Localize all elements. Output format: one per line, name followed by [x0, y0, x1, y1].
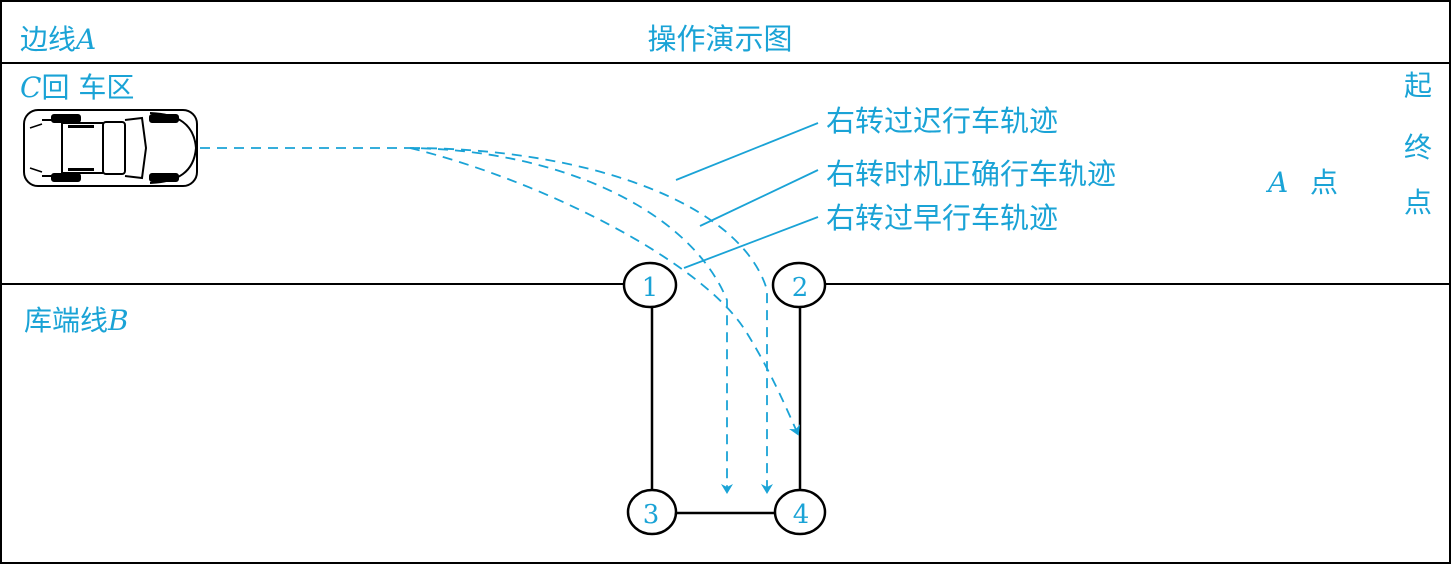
trajectory-correct	[200, 147, 733, 494]
leader-correct	[699, 169, 819, 227]
turnaround-label-letter: C	[20, 71, 41, 104]
label-turn-correct: 右转时机正确行车轨迹	[826, 157, 1116, 191]
edge-line-a-label: 边线A	[20, 23, 96, 56]
leader-early	[683, 216, 819, 269]
trajectory-late	[409, 147, 773, 494]
leader-late	[675, 122, 819, 181]
pole-4: 4	[773, 488, 827, 536]
pole-4-label: 4	[793, 500, 810, 530]
pole-3: 3	[626, 488, 678, 536]
pole-1-label: 1	[642, 273, 659, 303]
start-end-char-1: 起	[1404, 69, 1432, 102]
pole-2: 2	[771, 261, 827, 309]
start-end-char-2: 终	[1404, 131, 1432, 164]
pole-2-label: 2	[792, 273, 809, 303]
edge-line-label-letter: A	[73, 23, 96, 56]
garage-line-label-text: 库端线	[24, 304, 108, 337]
trajectory-early	[409, 147, 801, 436]
edge-line-label-text: 边线	[20, 23, 76, 56]
point-a-letter: A	[1265, 166, 1288, 199]
label-turn-early: 右转过早行车轨迹	[826, 201, 1058, 235]
car-top-view-icon	[23, 109, 198, 187]
point-a-text: 点	[1310, 166, 1338, 199]
garage-end-line-b-label: 库端线B	[24, 304, 129, 337]
pole-3-label: 3	[643, 500, 660, 530]
start-end-char-3: 点	[1404, 186, 1432, 219]
garage-line-label-letter: B	[107, 304, 129, 337]
pole-1: 1	[622, 261, 678, 309]
diagram-title: 操作演示图	[647, 22, 792, 56]
turnaround-label-text: 回 车区	[41, 71, 134, 104]
label-turn-late: 右转过迟行车轨迹	[826, 104, 1058, 138]
turnaround-area-c-label: C回 车区	[20, 71, 134, 104]
